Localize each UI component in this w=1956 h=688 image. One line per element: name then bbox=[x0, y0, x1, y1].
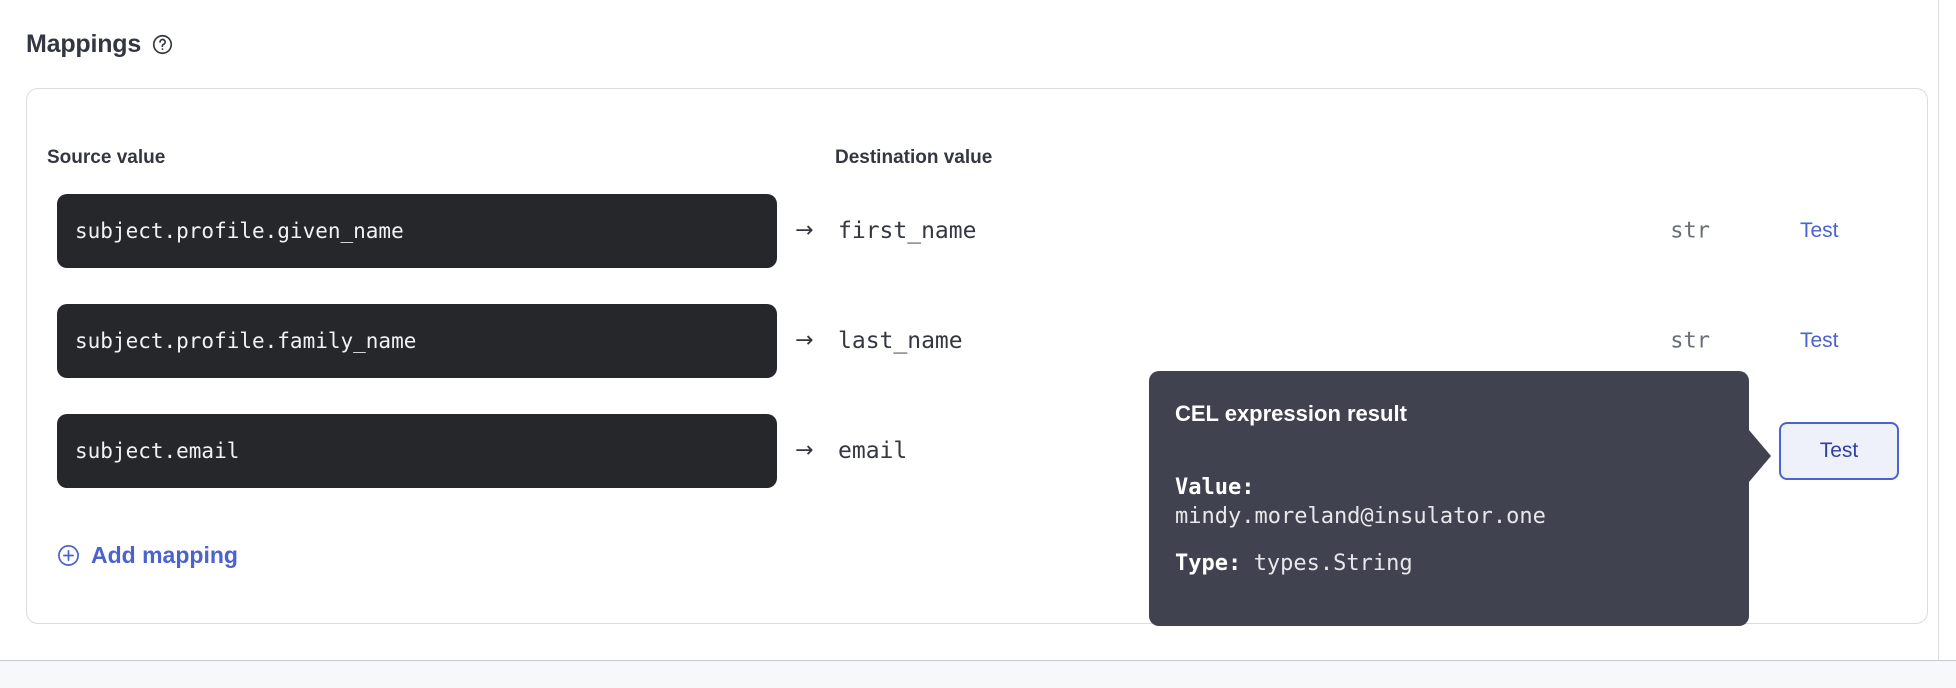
tooltip-type-row: Type: types.String bbox=[1175, 551, 1723, 576]
destination-value: first_name bbox=[838, 218, 977, 244]
column-header-source: Source value bbox=[47, 147, 166, 168]
bottom-divider bbox=[0, 660, 1956, 661]
tooltip-type-key: Type: bbox=[1175, 551, 1242, 576]
tooltip-value-key: Value: bbox=[1175, 475, 1255, 500]
page-title: Mappings bbox=[26, 30, 142, 58]
source-value-input[interactable]: subject.email bbox=[57, 414, 777, 488]
tooltip-pointer-icon bbox=[1749, 430, 1771, 482]
plus-circle-icon bbox=[57, 544, 80, 567]
test-button[interactable]: Test bbox=[1800, 329, 1839, 352]
section-header: Mappings bbox=[26, 30, 173, 59]
panel-right-divider bbox=[1938, 0, 1939, 660]
table-row: subject.profile.family_name → last_name … bbox=[0, 304, 1956, 378]
arrow-right-icon: → bbox=[795, 218, 814, 243]
add-mapping-button[interactable]: Add mapping bbox=[57, 542, 238, 569]
type-label: str bbox=[1670, 328, 1710, 354]
cel-result-tooltip: CEL expression result Value: mindy.morel… bbox=[1149, 371, 1749, 626]
table-row: subject.profile.given_name → first_name … bbox=[0, 194, 1956, 268]
test-button[interactable]: Test bbox=[1800, 219, 1839, 242]
test-button-active[interactable]: Test bbox=[1779, 422, 1899, 480]
destination-value: email bbox=[838, 438, 908, 464]
type-label: str bbox=[1670, 218, 1710, 244]
source-value-input[interactable]: subject.profile.family_name bbox=[57, 304, 777, 378]
tooltip-value: mindy.moreland@insulator.one bbox=[1175, 504, 1546, 529]
arrow-right-icon: → bbox=[795, 328, 814, 353]
question-mark-circle-icon[interactable] bbox=[152, 34, 173, 55]
tooltip-value-row: Value: mindy.moreland@insulator.one bbox=[1175, 475, 1723, 529]
add-mapping-label: Add mapping bbox=[91, 542, 238, 568]
column-header-destination: Destination value bbox=[835, 147, 993, 168]
table-row: subject.email → email Test bbox=[0, 414, 1956, 488]
tooltip-title: CEL expression result bbox=[1175, 401, 1407, 426]
source-value-input[interactable]: subject.profile.given_name bbox=[57, 194, 777, 268]
tooltip-type-value: types.String bbox=[1253, 551, 1413, 576]
bottom-strip bbox=[0, 661, 1956, 688]
destination-value: last_name bbox=[838, 328, 963, 354]
arrow-right-icon: → bbox=[795, 438, 814, 463]
